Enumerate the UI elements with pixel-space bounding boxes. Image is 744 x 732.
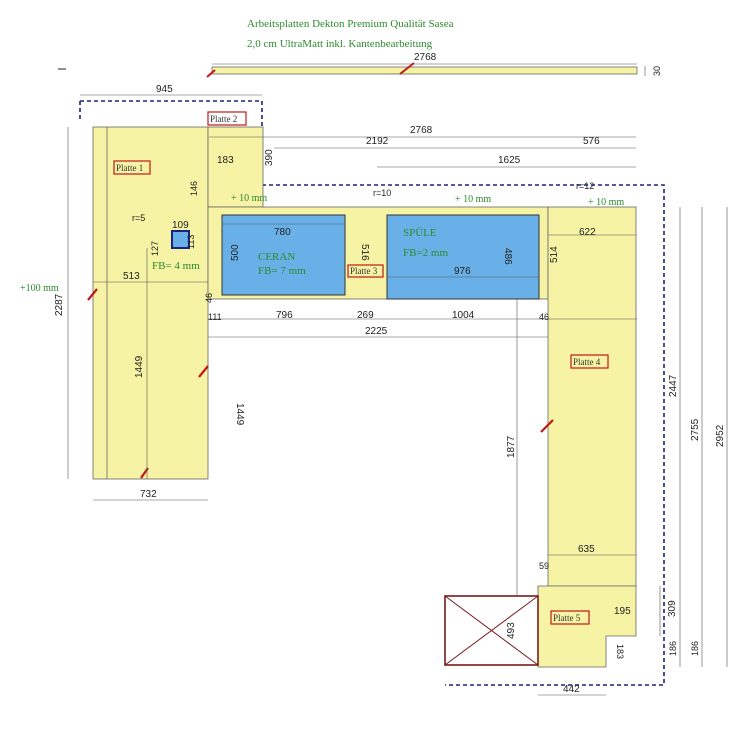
spuele-label: SPÜLE [403, 227, 437, 239]
note-plus10-left: + 10 mm [231, 193, 267, 204]
top-strip: 2768 30 [58, 52, 662, 78]
plate-1-shape [92, 126, 209, 480]
plate-3-label: Platte 3 [350, 266, 378, 276]
note-plus10-right: + 10 mm [588, 197, 624, 208]
dimension-lines [67, 94, 728, 696]
plate-4-label-box [570, 354, 609, 369]
plate-2-shape [207, 126, 264, 208]
dim-183: 183 [217, 155, 234, 166]
dim-top-strip-len: 2768 [414, 52, 437, 63]
dim-516: 516 [359, 244, 370, 261]
dim-1449b: 1449 [234, 403, 245, 426]
note-r12: r=12 [576, 181, 594, 191]
ceran-fb: FB= 7 mm [258, 265, 306, 277]
dim-186b: 186 [690, 641, 700, 656]
dim-2287: 2287 [54, 293, 65, 316]
small-cutout-fb: FB= 4 mm [152, 260, 200, 272]
dim-486: 486 [502, 248, 513, 265]
dim-2768: 2768 [410, 125, 433, 136]
dim-127: 127 [150, 241, 160, 256]
dim-780: 780 [274, 227, 291, 238]
dim-top-strip-thk: 30 [652, 66, 662, 76]
dim-976: 976 [454, 266, 471, 277]
dim-2952: 2952 [715, 424, 726, 447]
dim-1004: 1004 [452, 310, 475, 321]
plate-2-label: Platte 2 [210, 114, 237, 124]
note-r5: r=5 [132, 213, 145, 223]
plate-3-label-box [347, 264, 384, 278]
dim-390: 390 [264, 149, 275, 166]
plate-4-shape [547, 206, 637, 587]
dim-46b: 46 [539, 312, 549, 322]
dim-1877: 1877 [506, 435, 517, 458]
dim-186a: 186 [668, 641, 678, 656]
dim-442: 442 [563, 684, 580, 695]
dim-183b: 183 [615, 644, 625, 659]
dim-796: 796 [276, 310, 293, 321]
note-plus100: +100 mm [20, 283, 59, 294]
dim-622: 622 [579, 227, 596, 238]
dim-2755: 2755 [690, 418, 701, 441]
dim-46a: 46 [204, 293, 214, 303]
plate-5-shape [537, 585, 637, 668]
dim-945: 945 [156, 84, 173, 95]
dim-500: 500 [230, 244, 241, 261]
dim-146: 146 [189, 181, 199, 196]
plate-5-label: Platte 5 [553, 613, 581, 623]
dim-2192: 2192 [366, 136, 389, 147]
dim-1449a: 1449 [134, 355, 145, 378]
note-plus10-mid: + 10 mm [455, 194, 491, 205]
dim-1625: 1625 [498, 155, 521, 166]
note-r10: r=10 [373, 188, 391, 198]
small-cutout [171, 230, 190, 249]
header-line-2: 2,0 cm UltraMatt inkl. Kantenbearbeitung [247, 38, 433, 50]
dim-111: 111 [208, 312, 222, 322]
dim-113: 113 [186, 235, 196, 249]
dim-514: 514 [549, 246, 560, 263]
dim-2447: 2447 [668, 374, 679, 397]
spuele-fb: FB=2 mm [403, 247, 448, 259]
dim-309: 309 [667, 600, 678, 617]
dim-576: 576 [583, 136, 600, 147]
dim-513: 513 [123, 271, 140, 282]
dim-2225: 2225 [365, 326, 388, 337]
dashed-outline-left [80, 100, 665, 686]
plate-1-label: Platte 1 [116, 163, 143, 173]
dim-59: 59 [539, 561, 549, 571]
dim-635: 635 [578, 544, 595, 555]
dim-195: 195 [614, 606, 631, 617]
ceran-cutout [221, 214, 346, 296]
header-line-1: Arbeitsplatten Dekton Premium Qualität S… [247, 18, 454, 30]
spuele-cutout [386, 214, 540, 300]
plate-5-label-box [550, 610, 590, 625]
appliance-crossed-box [444, 595, 539, 666]
dim-269: 269 [357, 310, 374, 321]
plate-2-label-box [207, 111, 247, 126]
plate-4-label: Platte 4 [573, 357, 601, 367]
plate-1-label-box [113, 160, 151, 175]
dimension-labels: 945 2768 2192 576 1625 390 183 146 109 1… [54, 84, 726, 695]
ceran-label: CERAN [258, 251, 295, 263]
dim-732: 732 [140, 489, 157, 500]
dim-109: 109 [172, 220, 189, 231]
dim-493: 493 [506, 622, 517, 639]
